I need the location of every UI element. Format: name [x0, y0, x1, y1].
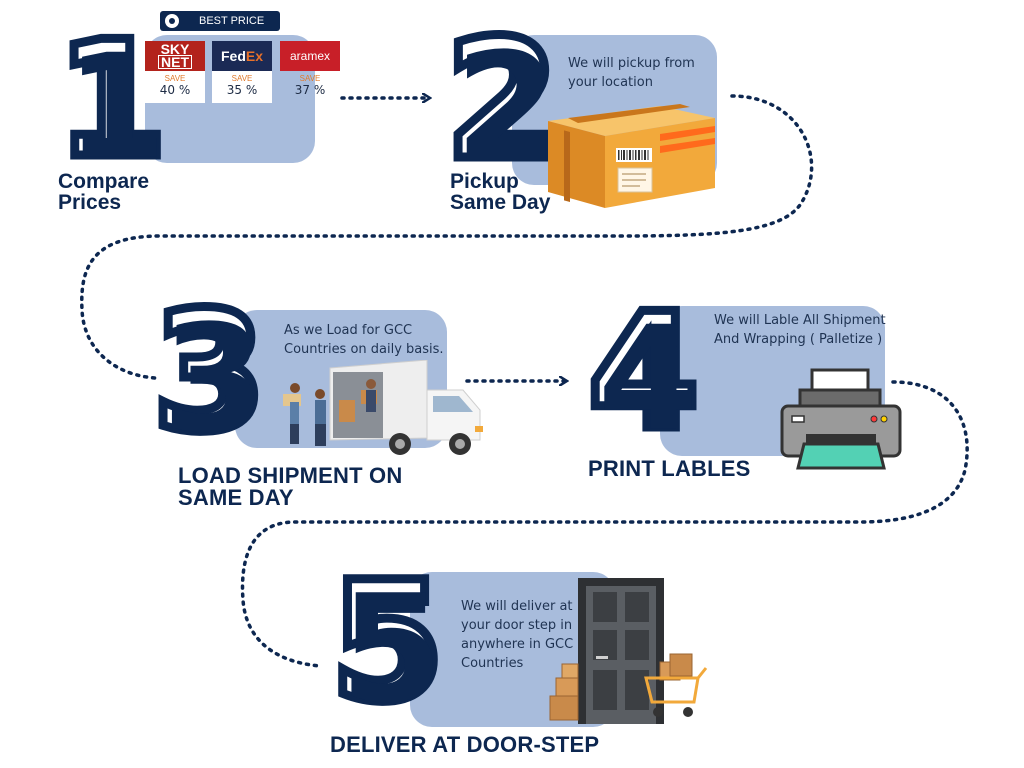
- step-3-description: As we Load for GCC Countries on daily ba…: [284, 323, 444, 357]
- parcel-stack-icon: [549, 663, 579, 721]
- step-5-description: We will deliver at your door step in any…: [461, 599, 574, 671]
- best-price-label: BEST PRICE: [199, 15, 265, 27]
- aramex-logo: aramex: [280, 41, 340, 71]
- barcode-icon: [616, 148, 652, 162]
- connector-4-to-5: [240, 380, 969, 668]
- skynet-logo: SKY NET: [145, 41, 205, 71]
- shipping-label-icon: [617, 167, 653, 193]
- door-with-parcels-icon: [549, 578, 708, 724]
- carrier-card-aramex: aramex SAVE 37 %: [280, 41, 340, 103]
- connector-2-to-3: [80, 94, 814, 380]
- worker-standing-icon: [315, 389, 326, 446]
- shopping-cart-icon: [644, 653, 708, 717]
- step-2-title: Pickup Same Day: [450, 170, 551, 214]
- step-4-title: PRINT LABLES: [588, 456, 751, 481]
- step-3-title: LOAD SHIPMENT ON SAME DAY: [178, 463, 403, 510]
- step-2-description: We will pickup from your location: [568, 56, 695, 90]
- cardboard-box-icon: [548, 104, 715, 208]
- carrier-card-skynet: SKY NET SAVE 40 %: [145, 41, 205, 103]
- step-5-title: DELIVER AT DOOR-STEP: [330, 732, 600, 757]
- skynet-save-percent: 40 %: [159, 83, 191, 97]
- best-price-badge: BEST PRICE: [160, 11, 280, 31]
- step-1-title: Compare Prices: [58, 170, 150, 214]
- step-4-description: We will Lable All Shipment And Wrapping …: [714, 313, 886, 347]
- aramex-save-percent: 37 %: [294, 83, 326, 97]
- smile-icon: [165, 14, 179, 28]
- delivery-truck-icon: [283, 360, 483, 455]
- fedex-save-percent: 35 %: [226, 83, 258, 97]
- worker-carrying-icon: [283, 383, 301, 444]
- printer-icon: [780, 368, 902, 470]
